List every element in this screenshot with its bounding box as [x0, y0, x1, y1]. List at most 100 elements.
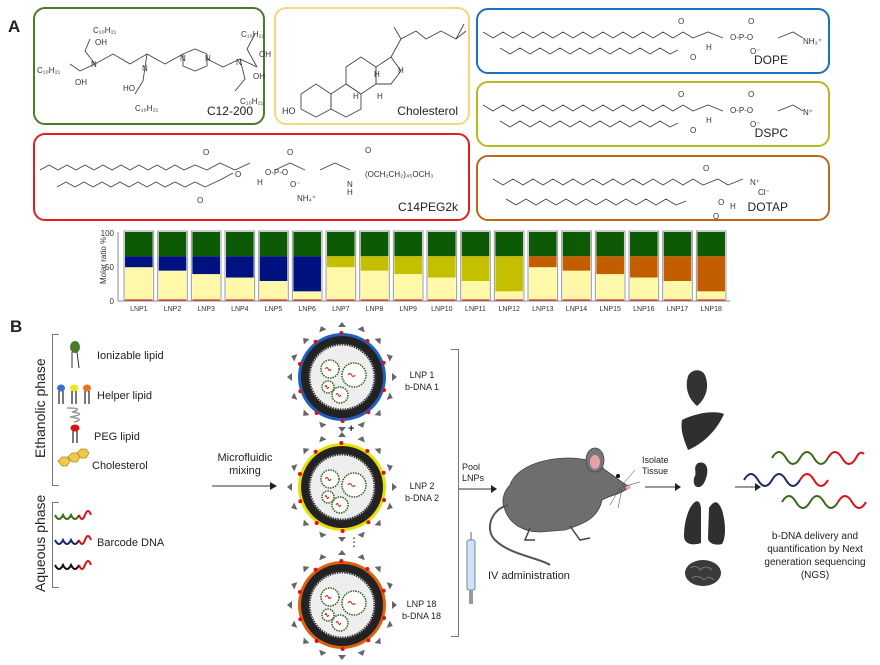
- svg-text:OH: OH: [259, 50, 271, 59]
- result-line-4: (NGS): [800, 570, 830, 581]
- mixing-arrow-icon: [212, 482, 277, 490]
- bar-segment-cholesterol: [125, 267, 153, 300]
- x-tick-label: LNP5: [265, 306, 283, 313]
- dotap-structure-box: O O H N⁺ Cl⁻ O DOTAP: [476, 155, 830, 221]
- bar-segment-dspc: [327, 256, 355, 268]
- svg-text:O: O: [678, 90, 684, 99]
- bar-segment-peg-lipid: [630, 299, 658, 301]
- bar-segment-dspc: [495, 256, 523, 292]
- bar-segment-peg-lipid: [360, 299, 389, 301]
- bar-segment-c12-200: [495, 232, 523, 257]
- svg-text:O-P-O: O-P-O: [730, 33, 753, 42]
- bar-segment-cholesterol: [192, 274, 220, 300]
- bar-segment-cholesterol: [360, 270, 389, 300]
- svg-text:H: H: [353, 92, 359, 101]
- lnp-particles: [287, 322, 397, 660]
- bar-segment-c12-200: [697, 232, 725, 257]
- bar-segment-dope: [226, 256, 254, 278]
- svg-text:N: N: [180, 54, 186, 63]
- svg-text:OH: OH: [253, 72, 265, 81]
- svg-text:O: O: [197, 196, 203, 205]
- bar-segment-cholesterol: [394, 274, 422, 300]
- bar-segment-peg-lipid: [495, 299, 523, 301]
- svg-text:Cl⁻: Cl⁻: [758, 188, 770, 197]
- lnp-name: LNP 2: [409, 481, 435, 491]
- bar-segment-c12-200: [630, 232, 658, 257]
- svg-text:C₁₀H₂₁: C₁₀H₂₁: [93, 26, 117, 35]
- bar-segment-c12-200: [125, 232, 153, 257]
- bar-segment-c12-200: [562, 232, 591, 257]
- svg-text:O: O: [365, 146, 371, 155]
- bar-segment-peg-lipid: [663, 299, 692, 301]
- svg-text:OH: OH: [75, 78, 87, 87]
- helper-lipid-label: Helper lipid: [97, 390, 153, 402]
- bar-segment-dope: [259, 256, 288, 281]
- x-tick-label: LNP13: [532, 306, 554, 313]
- bar-segment-dotap: [663, 256, 692, 281]
- svg-text:N⁺: N⁺: [803, 108, 813, 117]
- dspc-structure-box: O O H O-P-O O O⁻ N⁺ DSPC: [476, 81, 830, 147]
- barcode-dna-green-icon: [54, 512, 80, 520]
- svg-text:O⁻: O⁻: [750, 47, 760, 56]
- bar-segment-cholesterol: [293, 291, 321, 300]
- svg-text:O-P-O: O-P-O: [265, 168, 288, 177]
- bar-segment-cholesterol: [495, 291, 523, 300]
- c12-200-label: C12-200: [206, 104, 253, 118]
- bar-segment-c12-200: [428, 232, 456, 257]
- svg-text:NH₃⁺: NH₃⁺: [803, 37, 822, 46]
- lnp-name: LNP 1: [409, 370, 435, 380]
- svg-text:H: H: [398, 66, 404, 75]
- bar-segment-cholesterol: [663, 280, 692, 300]
- cholesterol-label: Cholesterol: [92, 460, 148, 472]
- bar-segment-c12-200: [226, 232, 254, 257]
- isolate-line-1: Isolate: [642, 455, 669, 465]
- bar-segment-c12-200: [327, 232, 355, 257]
- bar-segment-dope: [125, 256, 153, 268]
- plus-sign: +: [348, 423, 355, 435]
- c14peg2k-label: C14PEG2k: [397, 200, 458, 214]
- bar-segment-peg-lipid: [394, 299, 422, 301]
- x-tick-label: LNP11: [465, 306, 486, 313]
- bar-segment-dotap: [562, 256, 591, 271]
- bar-segment-dspc: [428, 256, 456, 278]
- x-tick-label: LNP7: [332, 306, 350, 313]
- liver-icon: [681, 412, 724, 450]
- cholesterol-label: Cholesterol: [397, 104, 458, 118]
- y-tick-label: 0: [110, 297, 115, 306]
- bar-segment-cholesterol: [697, 291, 725, 300]
- bar-segment-dspc: [394, 256, 422, 275]
- svg-text:HO: HO: [123, 84, 135, 93]
- x-tick-label: LNP10: [431, 306, 453, 313]
- ethanolic-bracket: [52, 334, 59, 486]
- bar-segment-cholesterol: [461, 280, 490, 300]
- x-tick-label: LNP8: [366, 306, 384, 313]
- organs: [681, 370, 725, 586]
- bar-segment-cholesterol: [259, 280, 288, 300]
- microfluidic-mixing-label: Microfluidic mixing: [215, 452, 275, 478]
- bar-segment-cholesterol: [428, 277, 456, 300]
- svg-text:O: O: [718, 198, 724, 207]
- bar-segment-c12-200: [461, 232, 490, 257]
- x-tick-label: LNP1: [130, 306, 148, 313]
- dspc-label: DSPC: [754, 126, 788, 140]
- c14peg2k-structure: O O H O-P-O O O⁻ NH₄⁺ N H O (OCH₂CH₂)₄₅O…: [39, 146, 433, 205]
- bar-segment-cholesterol: [158, 270, 187, 300]
- svg-text:HO: HO: [282, 106, 296, 116]
- bar-segment-c12-200: [596, 232, 624, 257]
- svg-text:O: O: [703, 164, 709, 173]
- sequenced-dna-blue-icon: [743, 473, 829, 487]
- bar-segment-dspc: [360, 256, 389, 271]
- svg-text:H: H: [257, 178, 263, 187]
- bar-segment-peg-lipid: [327, 299, 355, 301]
- isolate-tissue-label: Isolate Tissue: [642, 455, 669, 477]
- spleen-icon: [693, 462, 708, 488]
- lnp2-label: LNP 2 b-DNA 2: [405, 480, 439, 504]
- bar-segment-cholesterol: [226, 277, 254, 300]
- svg-text:N: N: [91, 60, 97, 69]
- barcode-red-segment-icon: [78, 510, 92, 520]
- lipid-legend-icons: [57, 341, 91, 467]
- pool-bracket: [451, 349, 459, 637]
- barcode-dna-blue-icon: [54, 537, 80, 545]
- svg-text:O: O: [713, 212, 719, 221]
- bar-segment-dspc: [461, 256, 490, 281]
